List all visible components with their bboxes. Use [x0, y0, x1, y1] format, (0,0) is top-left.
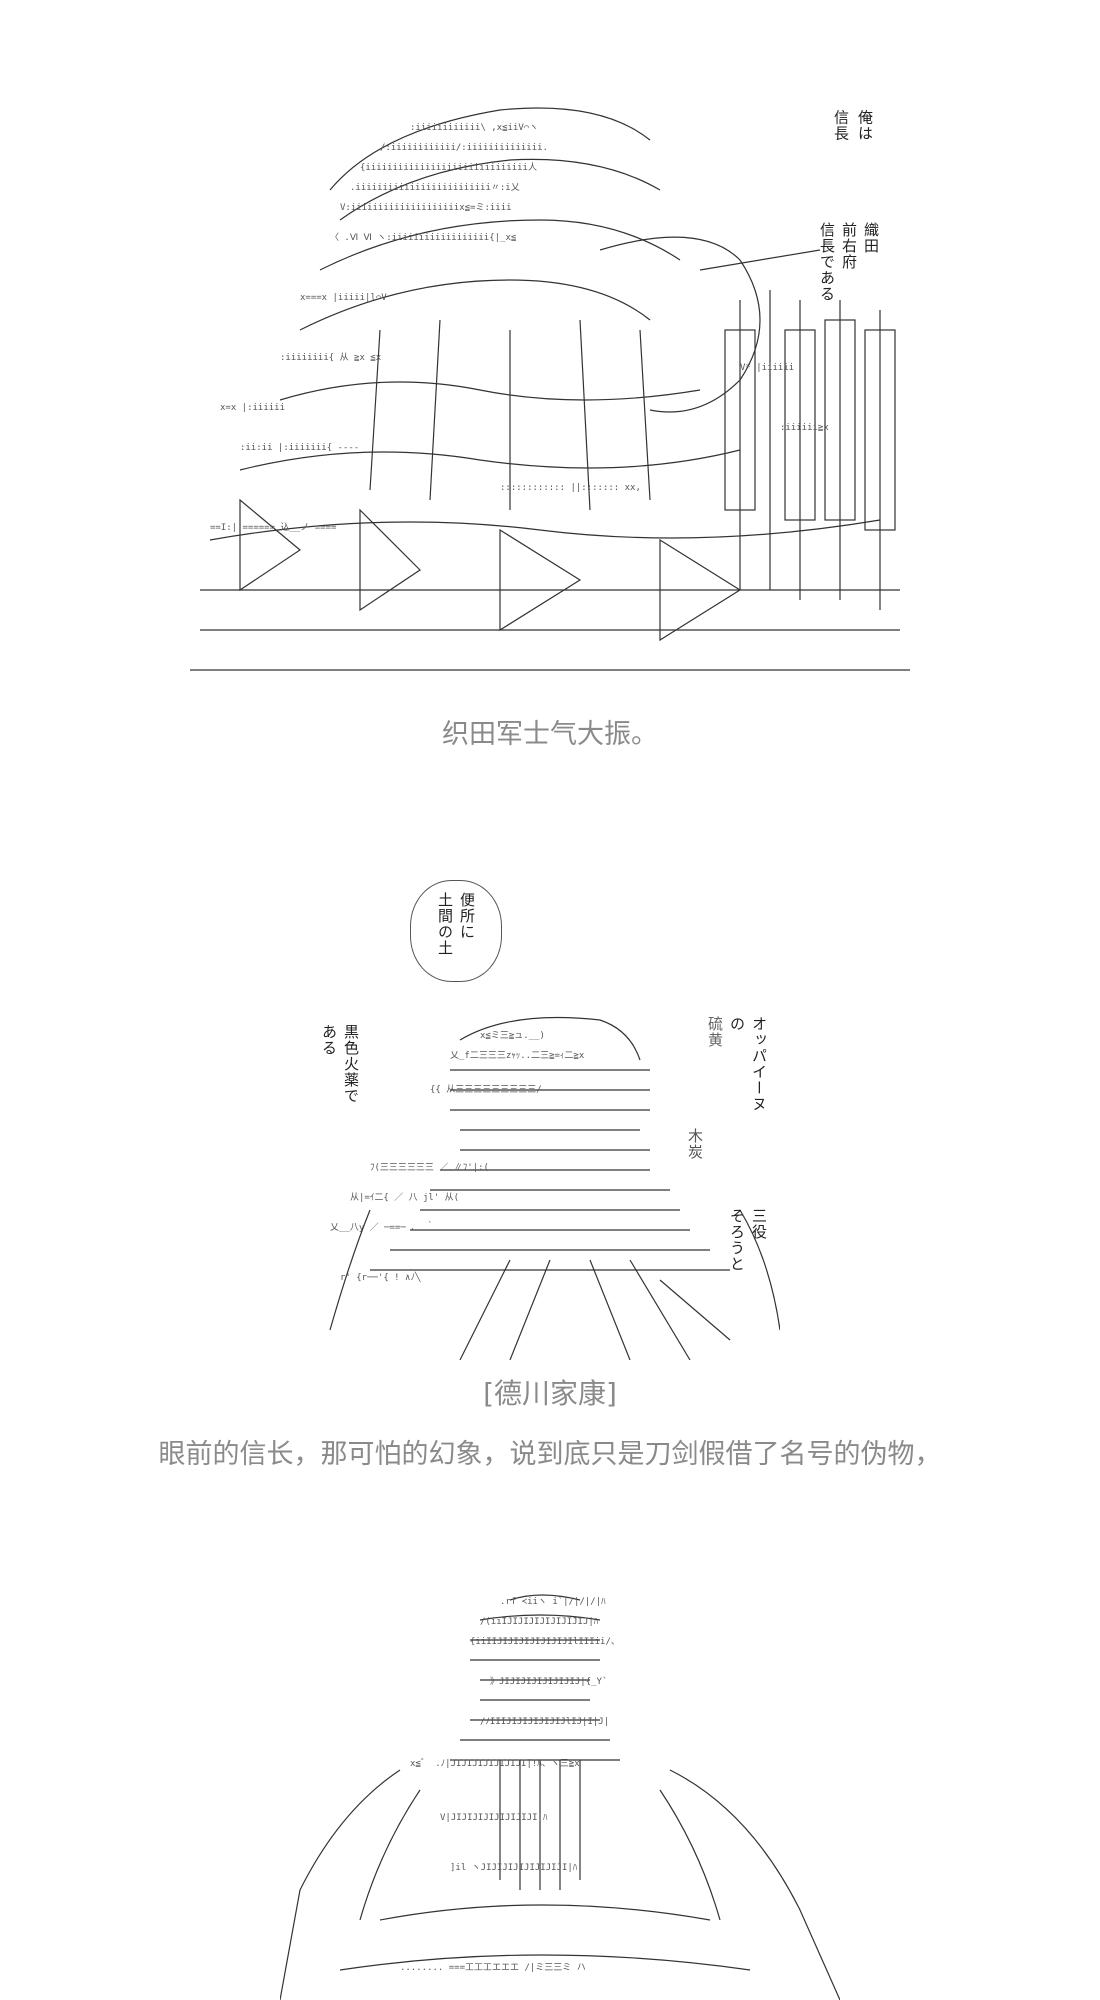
svg-text:ﾌ(三三三三三三 ／ ∥ﾌ'|:(: ﾌ(三三三三三三 ／ ∥ﾌ'|:(: [370, 1162, 489, 1173]
svg-text:/ﾉIIIJIJIJIJIJIJlIJ|I|J|: /ﾉIIIJIJIJIJIJIJlIJ|I|J|: [480, 1717, 609, 1727]
svg-text:V|JIJIJIJIJIJIJIJI|ﾊ: V|JIJIJIJIJIJIJIJI|ﾊ: [440, 1813, 548, 1823]
ascii-art-figure-back: .rf ≺iiヽ i`|/|/|/|ﾊ /(iiIJIJIJIJIJIJIJIJ…: [280, 1590, 840, 2000]
svg-text:从|=ｲ二{ ／ 八 jl' 从(: 从|=ｲ二{ ／ 八 jl' 从(: [350, 1192, 459, 1203]
svg-text:x===x |iiiii|l⌒V: x===x |iiiii|l⌒V: [300, 293, 387, 303]
svg-text:{iiiiiiiiiiiiiiiiiiiiiiiiiiiii: {iiiiiiiiiiiiiiiiiiiiiiiiiiiiii人: [360, 162, 537, 173]
panel-3-artwork: .rf ≺iiヽ i`|/|/|/|ﾊ /(iiIJIJIJIJIJIJIJIJ…: [280, 1590, 840, 2000]
svg-text:{{ 从三三三三三三三三三/: {{ 从三三三三三三三三三/: [430, 1084, 542, 1095]
svg-text:r' {r──'{ ! ∧ﾉ╲: r' {r──'{ ! ∧ﾉ╲: [340, 1271, 421, 1283]
svg-text::iiiiiiii{ 从 ≧x ≦x: :iiiiiiii{ 从 ≧x ≦x: [280, 352, 382, 363]
svg-text:.iiiiiiiiiiiiiiiiiiiiiiiii〃:i乂: .iiiiiiiiiiiiiiiiiiiiiiiii〃:i乂: [350, 183, 520, 193]
svg-text:x≦゛ .ﾉ|JIJIJIJIJIJIJI|!ﾊ、ヽ三≧x: x≦゛ .ﾉ|JIJIJIJIJIJIJI|!ﾊ、ヽ三≧x: [410, 1758, 580, 1769]
svg-text:乂__八y ／ ─==─ 、 ｀: 乂__八y ／ ─==─ 、 ｀: [330, 1220, 435, 1233]
bubble-left-line1: 黒色火薬で: [342, 1024, 360, 1104]
bubble-top-line1: 便所に: [458, 892, 476, 940]
svg-text:/:iiiiiiiiiiii/:iiiiiiiiiiiiii: /:iiiiiiiiiiii/:iiiiiiiiiiiiii.: [380, 143, 548, 153]
dialogue-ore-wa: 俺は: [838, 86, 892, 141]
dialogue-nobu-naga: 信長: [814, 86, 868, 141]
ascii-art-ieyasu: x≦ミ三≧ュ.__) 乂_f二三三三zｬｯ..二三≧=ｨ二≧x {{ 从三三三三…: [310, 860, 780, 1360]
dialogue-nobunaga-dearu: 信長である: [818, 222, 836, 302]
bubble-right-oppainu: オッパイーヌ: [750, 1016, 768, 1112]
bubble-top-line2: 土間の土: [436, 892, 454, 956]
bubble-right-no: の: [728, 1016, 746, 1032]
svg-text:V:iiiiiiiiiiiiiiiiiiiix≦=ミ:iii: V:iiiiiiiiiiiiiiiiiiiix≦=ミ:iiii: [340, 203, 512, 213]
svg-text:{iiIIJIJIJIJIJIJIJIlIIIii/、: {iiIIJIJIJIJIJIJIJIlIIIii/、: [470, 1637, 620, 1647]
svg-text:》JIJIJIJIJIJIJIJ|{_Y`: 》JIJIJIJIJIJIJIJ|{_Y`: [490, 1676, 607, 1687]
svg-text::iiiiiiiiiiii\ ,x≦iiV⌒ヽ: :iiiiiiiiiiii\ ,x≦iiV⌒ヽ: [410, 123, 538, 133]
svg-text:.rf ≺iiヽ i`|/|/|/|ﾊ: .rf ≺iiヽ i`|/|/|/|ﾊ: [500, 1596, 606, 1607]
svg-text::ii:ii |:iiiiiii{ ----: :ii:ii |:iiiiiii{ ----: [240, 443, 359, 453]
dialogue-naga: 長: [832, 125, 850, 142]
svg-text::iiiiii≧x: :iiiiii≧x: [780, 423, 829, 433]
svg-text:x=x |:iiiiii: x=x |:iiiiii: [220, 403, 285, 413]
dialogue-zen-ufu: 前右府: [840, 222, 858, 270]
ascii-art-oda-army: :iiiiiiiiiiii\ ,x≦iiV⌒ヽ /:iiiiiiiiiiii/:…: [180, 70, 920, 690]
speech-bubble-top: [410, 880, 502, 982]
svg-text:==I:| ====== 込__ノ ====: ==I:| ====== 込__ノ ====: [210, 522, 337, 533]
bubble-right-sorouto: そろうと: [728, 1208, 746, 1272]
bubble-right-iou: 硫黄: [706, 1016, 724, 1048]
panel-2-artwork: x≦ミ三≧ュ.__) 乂_f二三三三zｬｯ..二三≧=ｨ二≧x {{ 从三三三三…: [310, 860, 780, 1360]
svg-text:/(iiIJIJIJIJIJIJIJIJ|ﾊ: /(iiIJIJIJIJIJIJIJIJ|ﾊ: [480, 1617, 599, 1627]
svg-text:........ ===工工工エエエ /|ミ三三ミ ハ: ........ ===工工工エエエ /|ミ三三ミ ハ: [400, 1963, 586, 1973]
svg-text:]il ヽJIJIJIJIJIJIJIJI|ﾊ: ]il ヽJIJIJIJIJIJIJIJI|ﾊ: [450, 1863, 578, 1873]
caption-illusion: 眼前的信长，那可怕的幻象，说到底只是刀剑假借了名号的伪物，: [158, 1439, 942, 1470]
svg-text:乂_f二三三三zｬｯ..二三≧=ｨ二≧x: 乂_f二三三三zｬｯ..二三≧=ｨ二≧x: [450, 1051, 585, 1061]
dialogue-ore: 俺: [856, 109, 874, 126]
svg-text::::::::::::: ||::::::: xx,: :::::::::::: ||::::::: xx,: [500, 483, 641, 493]
dialogue-wa: は: [856, 125, 874, 142]
bubble-right-sanyaku: 三役: [750, 1208, 768, 1240]
svg-text:V* |iiiiii: V* |iiiiii: [740, 363, 794, 373]
dialogue-oda: 織田: [862, 222, 880, 254]
svg-text:〈 .Ⅵ Ⅵ ヽ:iiiiiiiiiiiiiiiiii{|_: 〈 .Ⅵ Ⅵ ヽ:iiiiiiiiiiiiiiiiii{|_x≦: [330, 232, 517, 243]
dialogue-nobu: 信: [832, 109, 850, 126]
speaker-label-ieyasu: [德川家康]: [483, 1377, 617, 1410]
bubble-right-mokutan: 木炭: [686, 1128, 704, 1160]
svg-text:x≦ミ三≧ュ.__): x≦ミ三≧ュ.__): [480, 1031, 545, 1041]
bubble-left-line2: ある: [320, 1024, 338, 1056]
panel-1-artwork: :iiiiiiiiiiii\ ,x≦iiV⌒ヽ /:iiiiiiiiiiii/:…: [180, 70, 920, 690]
caption-oda-army-morale: 织田军士气大振。: [442, 719, 658, 750]
